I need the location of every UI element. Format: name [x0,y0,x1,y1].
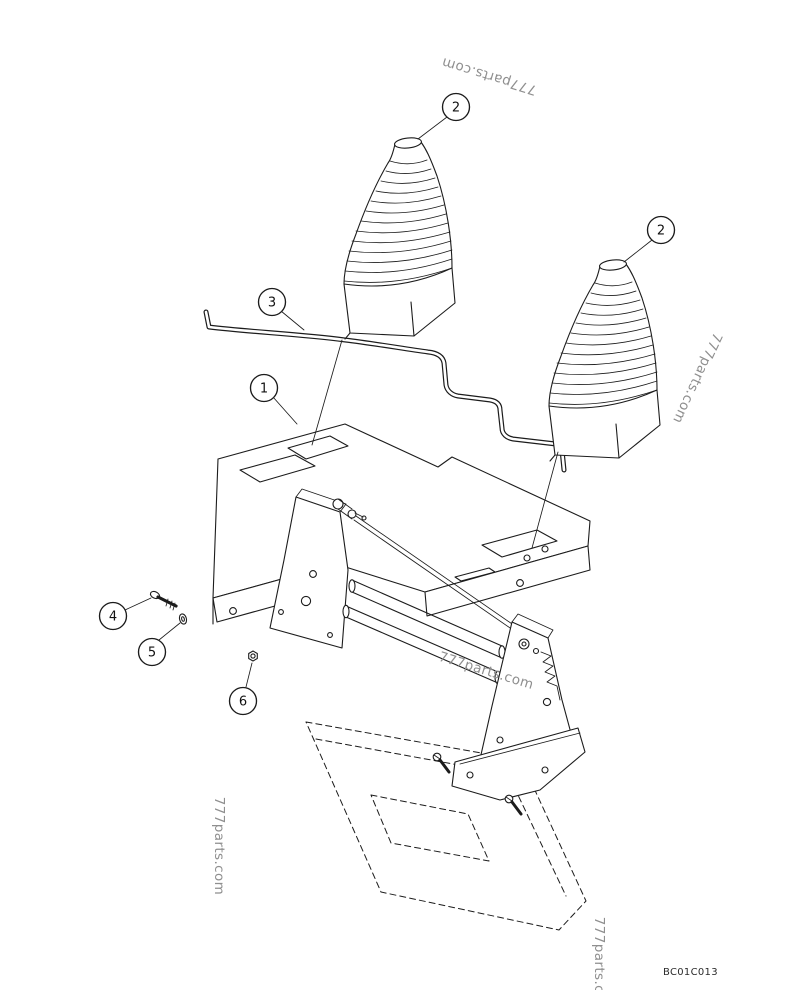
assembly-leader-lines [311,339,559,549]
callout-washer: 5 [137,622,181,667]
callout-label: 4 [109,610,117,625]
base-bracket [451,727,586,801]
nut-item [248,650,258,662]
joystick-boot-right [548,258,661,462]
callout-plate: 1 [249,373,298,425]
callout-label: 2 [657,224,665,239]
plate-hole-left [239,454,316,483]
callout-label: 3 [268,296,276,311]
joystick-boot-top [343,136,456,340]
panel-screw-left [432,752,451,774]
plate-hole-left2 [287,435,349,460]
watermark-left: 777parts.com [211,796,228,896]
bent-rod [203,309,567,473]
callout-boot-right: 2 [623,215,676,263]
plate-flange-right [424,545,591,617]
callout-label: 2 [452,101,460,116]
callout-boot-top: 2 [417,92,471,140]
callout-screw: 4 [98,597,152,631]
screw-item [149,590,178,611]
callout-nut: 6 [228,662,258,716]
panel-screw-right [504,794,523,816]
callout-rod: 3 [257,287,305,331]
washer-item [178,613,188,625]
watermark-bottom: 777parts.com [591,916,608,990]
mounting-plate [212,423,591,625]
control-bracket-assembly [269,488,586,816]
callout-label: 1 [260,382,268,397]
spring [540,651,561,701]
callout-label: 6 [239,695,247,710]
plate-hole-right [481,529,558,558]
callout-label: 5 [148,646,156,661]
drawing-code: BC01C013 [663,967,718,978]
